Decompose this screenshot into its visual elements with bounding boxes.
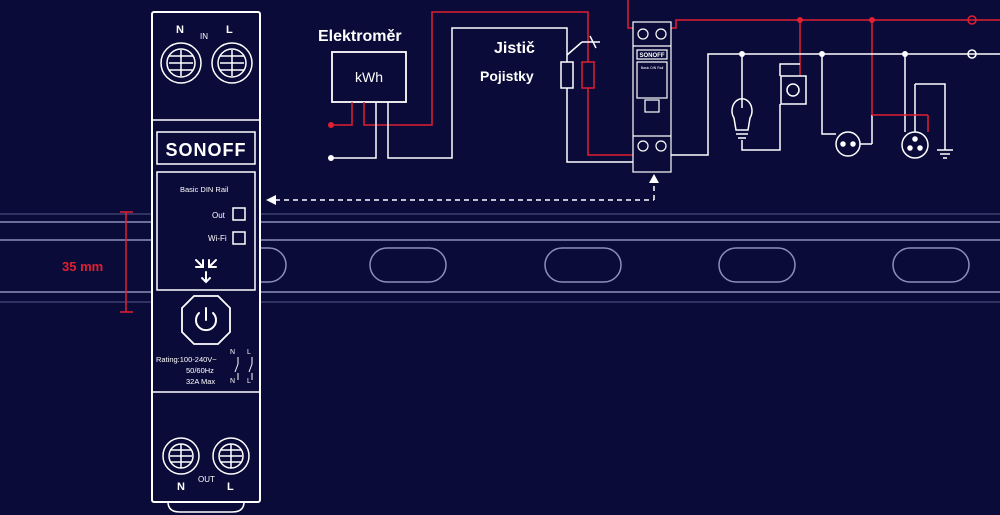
power-button[interactable] <box>181 295 231 345</box>
wifi-led <box>232 231 246 245</box>
terminal-screw-icon <box>211 42 253 84</box>
rail-slot <box>892 247 970 283</box>
schematic-n-top: N <box>230 349 235 356</box>
ground-icon <box>937 149 953 159</box>
mini-model: Basic DIN Rail <box>641 66 664 70</box>
schematic-l-top: L <box>247 349 251 356</box>
fuse-red <box>581 61 595 89</box>
bulb-icon <box>731 98 753 139</box>
dimension-35mm: 35 mm <box>62 211 133 313</box>
rail-slot <box>369 247 447 283</box>
wifi-label: Wi-Fi <box>208 234 227 243</box>
terminal-out-label: OUT <box>198 475 215 484</box>
terminal-screw-icon <box>162 437 200 475</box>
terminal-in-n: N <box>176 24 184 36</box>
energy-meter <box>331 51 407 103</box>
socket-ground-icon <box>901 84 929 159</box>
dashed-pointer-arrow <box>275 180 655 201</box>
rating-line3: 32A Max <box>186 377 215 386</box>
din-rail <box>0 213 1000 303</box>
breaker-switch-icon <box>566 35 600 56</box>
breaker-title: Jistič <box>494 40 535 57</box>
rating-line2: 50/60Hz <box>186 366 214 375</box>
power-icon <box>195 307 217 332</box>
mini-brand: SONOFF <box>640 53 665 59</box>
sonoff-device: N IN L SONOFF Basic DIN Rail Out Wi-Fi <box>151 11 261 513</box>
arrow-head <box>649 174 659 183</box>
out-label: Out <box>212 211 226 220</box>
switch-icon <box>780 75 807 105</box>
terminal-screw-icon <box>212 437 250 475</box>
mini-sonoff-device <box>632 21 672 173</box>
meter-title: Elektroměr <box>318 28 402 45</box>
rail-slot <box>718 247 796 283</box>
terminal-in-label: IN <box>200 32 208 41</box>
terminal-in-l: L <box>226 24 233 36</box>
terminal-out-l: L <box>227 481 234 493</box>
rating-line1: Rating:100-240V~ <box>156 355 217 364</box>
brand-logo: SONOFF <box>166 140 247 160</box>
terminal-screw-icon <box>160 42 202 84</box>
wiring-diagram: Elektroměr Jistič Pojistky kWh <box>318 0 1000 173</box>
schematic-l-bottom: L <box>247 378 251 385</box>
dimension-label: 35 mm <box>62 259 103 274</box>
contact-schematic: N L N L <box>230 349 253 385</box>
meter-unit: kWh <box>355 69 383 85</box>
schematic-n-bottom: N <box>230 378 235 385</box>
fuse-white <box>560 61 574 89</box>
ewelink-arrows-icon <box>195 259 217 284</box>
model-label: Basic DIN Rail <box>180 185 229 194</box>
socket-icon <box>835 115 873 157</box>
fuse-title: Pojistky <box>480 68 534 84</box>
arrow-head <box>266 195 276 205</box>
terminal-out-n: N <box>177 481 185 493</box>
rail-slot <box>544 247 622 283</box>
out-led <box>232 207 246 221</box>
